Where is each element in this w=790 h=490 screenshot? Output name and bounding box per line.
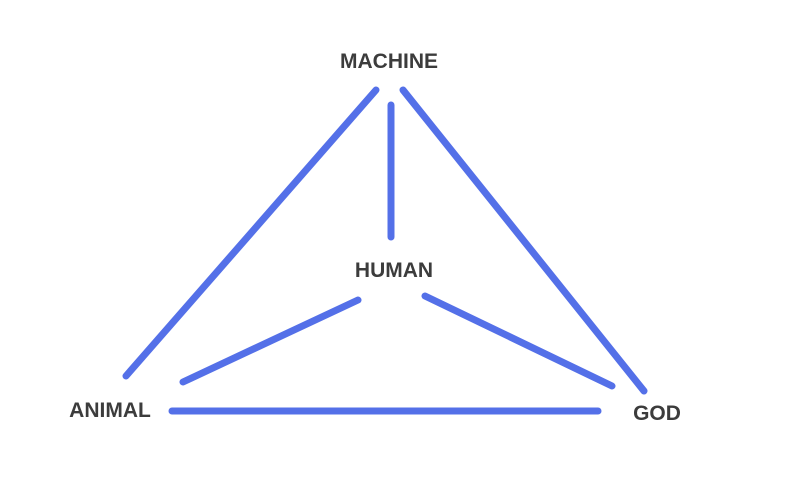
- node-label-animal: ANIMAL: [69, 399, 151, 422]
- node-label-god: GOD: [633, 402, 681, 425]
- edge-machine-animal: [122, 86, 380, 380]
- edge-human-animal: [179, 296, 362, 386]
- node-label-human: HUMAN: [355, 259, 433, 282]
- node-label-machine: MACHINE: [340, 50, 438, 73]
- labels-group: MACHINE HUMAN ANIMAL GOD: [69, 50, 681, 425]
- edges-group: [122, 86, 648, 415]
- edge-machine-god: [399, 86, 648, 395]
- edge-human-god: [421, 292, 616, 390]
